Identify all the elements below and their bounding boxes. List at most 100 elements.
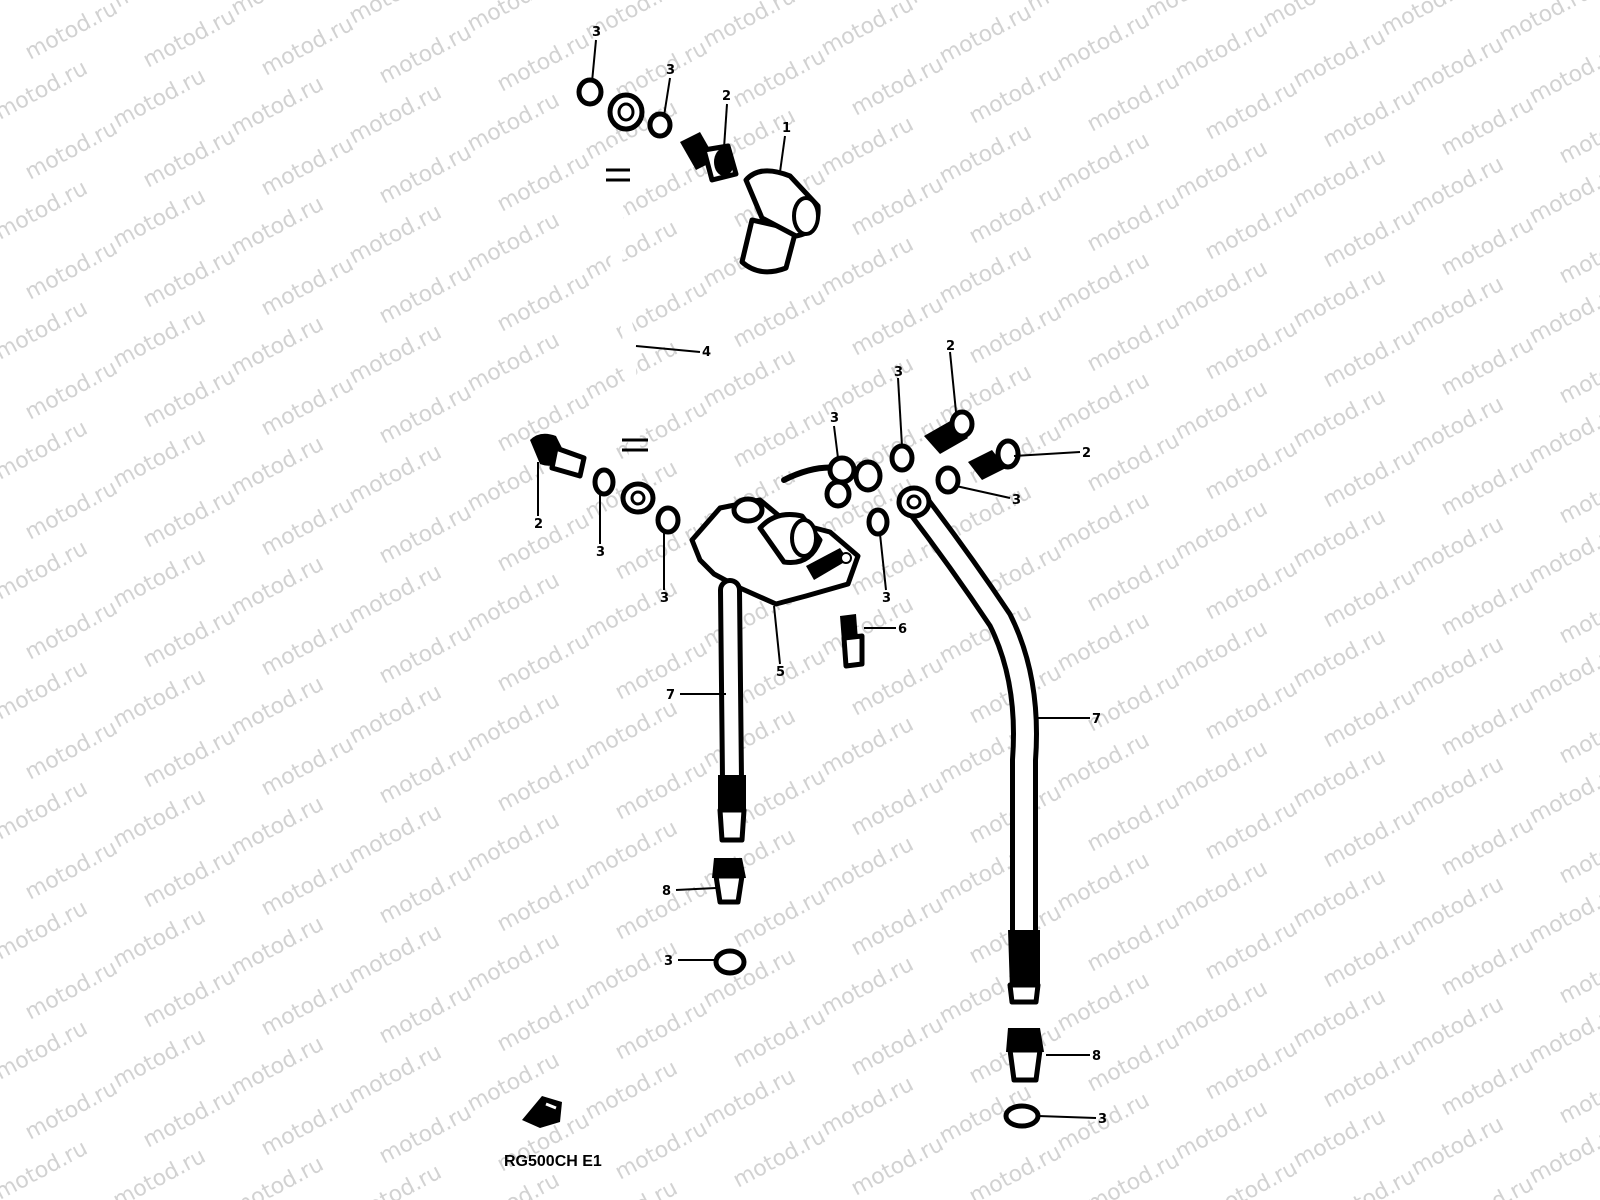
watermark-text: motod.ru [375, 740, 476, 809]
watermark-text: motod.ru [21, 956, 122, 1025]
watermark-text: motod.ru [139, 4, 240, 73]
watermark-text: motod.ru [1407, 872, 1508, 941]
callout-2: 2 [722, 89, 731, 104]
watermark-text: motod.ru [21, 716, 122, 785]
watermark-text: motod.ru [257, 492, 358, 561]
watermark-text: motod.ru [139, 484, 240, 553]
callout-2: 2 [1082, 446, 1091, 461]
watermark-text: motod.ru [345, 0, 446, 29]
watermark-text: motod.ru [1319, 564, 1420, 633]
watermark-text: motod.ru [109, 544, 210, 613]
watermark-text: motod.ru [817, 952, 918, 1021]
watermark-text: motod.ru [935, 120, 1036, 189]
watermark-text: motod.ru [375, 20, 476, 89]
callout-3: 3 [666, 63, 675, 78]
top-banjo-bolt [680, 132, 739, 183]
watermark-text: motod.ru [1319, 1164, 1420, 1200]
watermark-text: motod.ru [0, 536, 92, 605]
watermark-text: motod.ru [611, 996, 712, 1065]
leader-lines [537, 39, 1097, 1119]
watermark-text: motod.ru [1319, 684, 1420, 753]
watermark-text: motod.ru [1083, 68, 1184, 137]
watermark-text: motod.ru [0, 416, 92, 485]
watermark-text: motod.ru [1171, 496, 1272, 565]
watermark-text: motod.ru [1525, 880, 1600, 949]
watermark-text: motod.ru [1171, 736, 1272, 805]
watermark-text: motod.ru [611, 756, 712, 825]
watermark-text: motod.ru [729, 1124, 830, 1193]
watermark-text: motod.ru [581, 576, 682, 645]
callout-3: 3 [830, 411, 839, 426]
watermark-text: motod.ru [345, 1160, 446, 1200]
watermark-text: motod.ru [21, 236, 122, 305]
watermark-text: motod.ru [345, 80, 446, 149]
watermark-text: motod.ru [375, 1100, 476, 1169]
watermark-text: motod.ru [729, 404, 830, 473]
watermark-text: motod.ru [375, 980, 476, 1049]
sealing-washer [576, 77, 673, 139]
watermark-text: motod.ru [1525, 160, 1600, 229]
watermark-text: motod.ru [1555, 220, 1600, 289]
callout-5: 5 [776, 665, 785, 680]
watermark-text: motod.ru [1171, 1096, 1272, 1165]
watermark-text: motod.ru [1083, 788, 1184, 857]
watermark-text: motod.ru [729, 44, 830, 113]
watermark-text: motod.ru [1259, 0, 1360, 33]
watermark-text: motod.ru [1053, 368, 1154, 437]
watermark-text: motod.ru [345, 320, 446, 389]
watermark-text: motod.ru [139, 604, 240, 673]
watermark-text: motod.ru [375, 380, 476, 449]
watermark-text: motod.ru [729, 1004, 830, 1073]
watermark-text: motod.ru [699, 0, 800, 53]
watermark-text: motod.ru [1289, 1104, 1390, 1173]
watermark-text: motod.ru [139, 364, 240, 433]
watermark-text: motod.ru [21, 836, 122, 905]
watermark-text: motod.ru [227, 792, 328, 861]
watermark-text: motod.ru [935, 360, 1036, 429]
watermark-text: motod.ru [1437, 332, 1538, 401]
watermark-text: motod.ru [493, 628, 594, 697]
watermark-text: motod.ru [1083, 1148, 1184, 1200]
watermark-text: motod.ru [1437, 812, 1538, 881]
left-hose-nipple [712, 858, 747, 976]
watermark-text: motod.ru [0, 0, 92, 5]
watermark-text: motod.ru [1555, 580, 1600, 649]
watermark-text: motod.ru [965, 180, 1066, 249]
watermark-text: motod.ru [847, 52, 948, 121]
watermark-text: motod.ru [1555, 940, 1600, 1009]
watermark-text: motod.ru [227, 192, 328, 261]
watermark-text: motod.ru [1053, 608, 1154, 677]
watermark-text: motod.ru [1437, 212, 1538, 281]
watermark-text: motod.ru [21, 476, 122, 545]
watermark-text: motod.ru [257, 1092, 358, 1161]
watermark-text: motod.ru [1289, 384, 1390, 453]
watermark-text: motod.ru [0, 776, 92, 845]
watermark-text: motod.ru [847, 1012, 948, 1081]
lower-right-oil-line [896, 485, 1041, 1005]
watermark-text: motod.ru [729, 284, 830, 353]
watermark-text: motod.ru [1053, 488, 1154, 557]
watermark-text: motod.ru [227, 0, 328, 21]
callout-3: 3 [592, 25, 601, 40]
callout-8: 8 [1092, 1049, 1101, 1064]
watermark-text: motod.ru [787, 0, 888, 1]
watermark-text: motod.ru [611, 1116, 712, 1185]
watermark-text: motod.ru [21, 356, 122, 425]
watermark-text: motod.ru [1201, 556, 1302, 625]
watermark-text: motod.ru [1201, 1156, 1302, 1200]
callout-2: 2 [946, 339, 955, 354]
left-banjo-bolt [530, 433, 681, 535]
watermark-text: motod.ru [1525, 400, 1600, 469]
watermark-text: motod.ru [139, 1084, 240, 1153]
watermark-text: motod.ru [493, 148, 594, 217]
watermark-text: motod.ru [109, 664, 210, 733]
watermark-text: motod.ru [1525, 1000, 1600, 1069]
watermark-text: motod.ru [1171, 16, 1272, 85]
watermark-text: motod.ru [0, 1136, 92, 1200]
callout-3: 3 [660, 591, 669, 606]
watermark-text: motod.ru [109, 304, 210, 373]
model-code-label: RG500CH E1 [504, 1153, 602, 1170]
watermark-text: motod.ru [1083, 908, 1184, 977]
watermark-text: motod.ru [1289, 144, 1390, 213]
